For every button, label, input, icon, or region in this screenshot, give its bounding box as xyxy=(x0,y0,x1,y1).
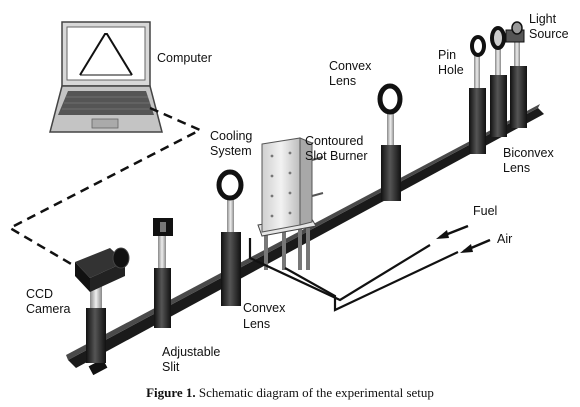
label-adjustable-slit-line2: Slit xyxy=(162,360,180,374)
label-light-source-line2: Source xyxy=(529,27,569,41)
label-light-source-line1: Light xyxy=(529,12,557,26)
biconvex-lens xyxy=(490,26,507,137)
label-convex-lens-bottom-line2: Lens xyxy=(243,317,270,331)
label-convex-lens-top-line1: Convex xyxy=(329,59,372,73)
gas-supply-lines xyxy=(248,238,459,312)
ccd-camera xyxy=(75,247,130,363)
label-convex-lens-top-line2: Lens xyxy=(329,74,356,88)
convex-lens-bottom xyxy=(216,169,244,306)
label-cooling-system-line2: System xyxy=(210,144,252,158)
figure-caption: Figure 1. Schematic diagram of the exper… xyxy=(146,385,434,400)
pin-hole xyxy=(469,35,486,154)
label-adjustable-slit-line1: Adjustable xyxy=(162,345,220,359)
computer-laptop xyxy=(49,21,163,133)
label-burner-line2: Slot Burner xyxy=(305,149,368,163)
label-computer: Computer xyxy=(157,51,212,65)
air-arrowhead xyxy=(460,244,473,253)
label-fuel: Fuel xyxy=(473,204,497,218)
light-source xyxy=(505,21,527,128)
contoured-slot-burner xyxy=(257,137,324,270)
label-convex-lens-bottom-line1: Convex xyxy=(243,301,286,315)
label-air: Air xyxy=(497,232,512,246)
figure-caption-prefix: Figure 1. xyxy=(146,385,196,400)
label-pin-hole-line1: Pin xyxy=(438,48,456,62)
label-biconvex-lens-line1: Biconvex xyxy=(503,146,554,160)
label-biconvex-lens-line2: Lens xyxy=(503,161,530,175)
label-pin-hole-line2: Hole xyxy=(438,63,464,77)
label-cooling-system-line1: Cooling xyxy=(210,129,252,143)
fuel-arrowhead xyxy=(436,230,449,239)
label-ccd-camera-line2: Camera xyxy=(26,302,71,316)
label-ccd-camera-line1: CCD xyxy=(26,287,53,301)
adjustable-slit xyxy=(153,218,173,328)
figure-caption-text: Schematic diagram of the experimental se… xyxy=(196,385,434,400)
convex-lens-top xyxy=(377,83,403,201)
data-cable xyxy=(7,106,203,270)
label-burner-line1: Contoured xyxy=(305,134,363,148)
